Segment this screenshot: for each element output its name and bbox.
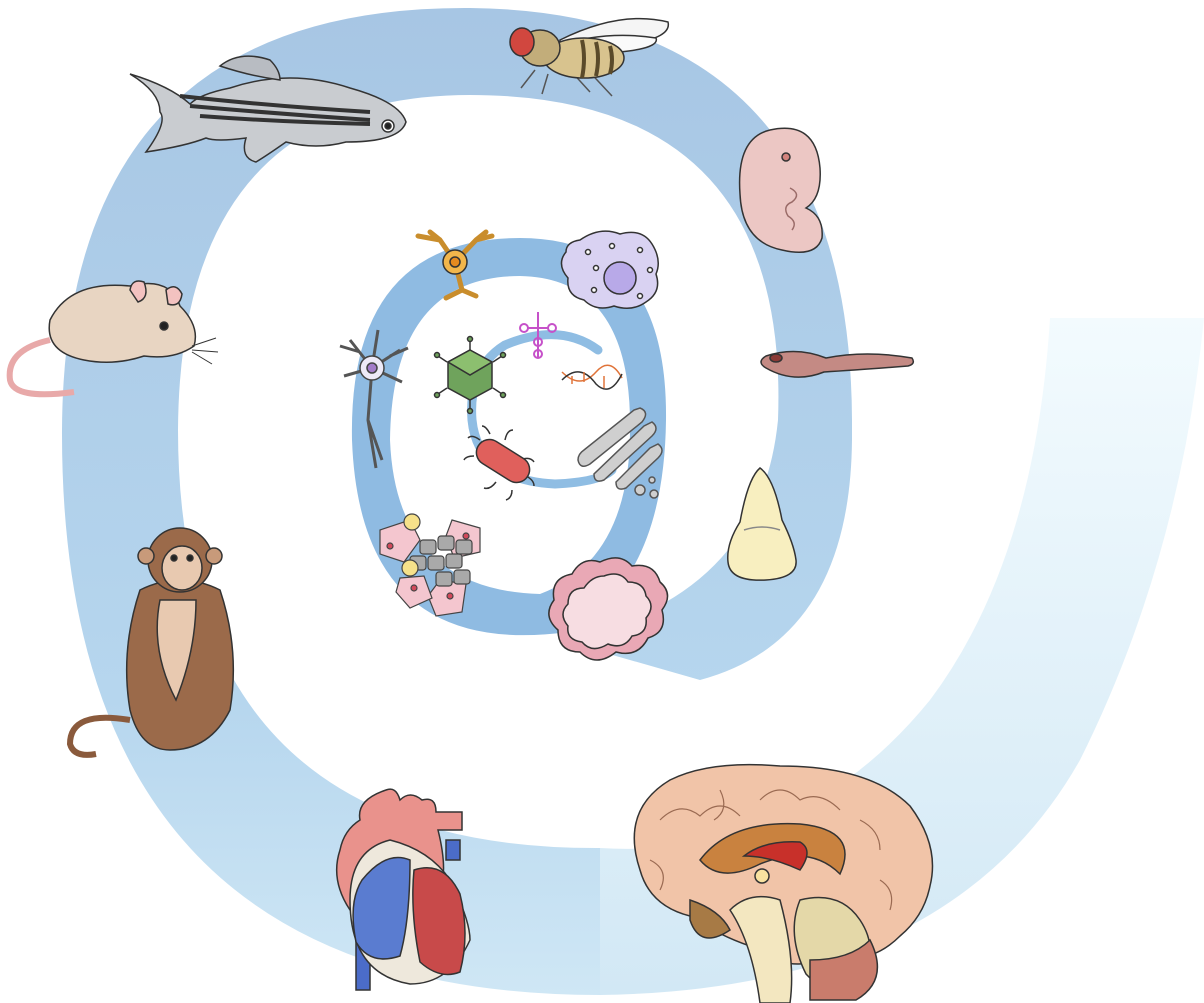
bacterium-icon: [464, 426, 534, 500]
embryo-icon: [740, 128, 823, 252]
amoeba-cell-icon: [561, 231, 658, 308]
dna-icon: [562, 365, 622, 389]
spiral-background: [62, 8, 1204, 995]
